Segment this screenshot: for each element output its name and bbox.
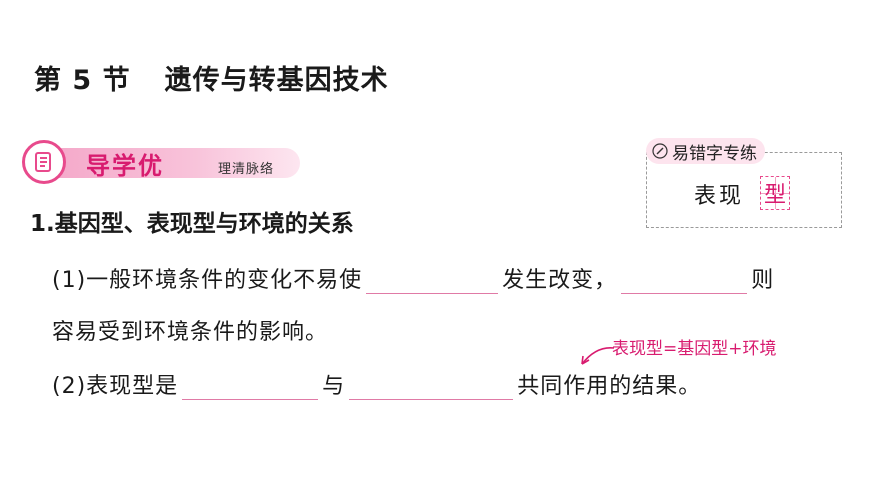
answer-blank-2[interactable] xyxy=(621,267,748,294)
answer-blank-3[interactable] xyxy=(182,373,319,400)
section-name: 遗传与转基因技术 xyxy=(164,65,389,96)
typo-practice-words: 表现 xyxy=(694,184,745,209)
banner-bar xyxy=(38,148,300,178)
pencil-icon xyxy=(652,143,668,159)
page-title: 第 5 节 遗传与转基因技术 xyxy=(34,58,389,97)
question-part2: (2)表现型是与共同作用的结果。 xyxy=(52,373,702,400)
banner-title: 导学优 xyxy=(86,152,164,180)
answer-blank-4[interactable] xyxy=(349,373,514,400)
question-heading: 1.基因型、表现型与环境的关系 xyxy=(30,211,354,237)
typo-practice-title: 易错字专练 xyxy=(672,143,757,164)
handwritten-annotation: 表现型=基因型+环境 xyxy=(612,339,777,359)
question-part1-line1: (1)一般环境条件的变化不易使发生改变，则 xyxy=(52,267,775,294)
question-part1-line2: 容易受到环境条件的影响。 xyxy=(52,320,329,345)
section-number: 第 5 节 xyxy=(34,65,131,96)
answer-blank-1[interactable] xyxy=(366,267,499,294)
annotation-arrow-icon xyxy=(581,347,615,365)
banner-subtitle: 理清脉络 xyxy=(218,162,275,177)
typo-practice-header: 易错字专练 xyxy=(646,138,765,164)
highlight-character: 型 xyxy=(760,176,790,210)
book-icon xyxy=(22,140,66,184)
